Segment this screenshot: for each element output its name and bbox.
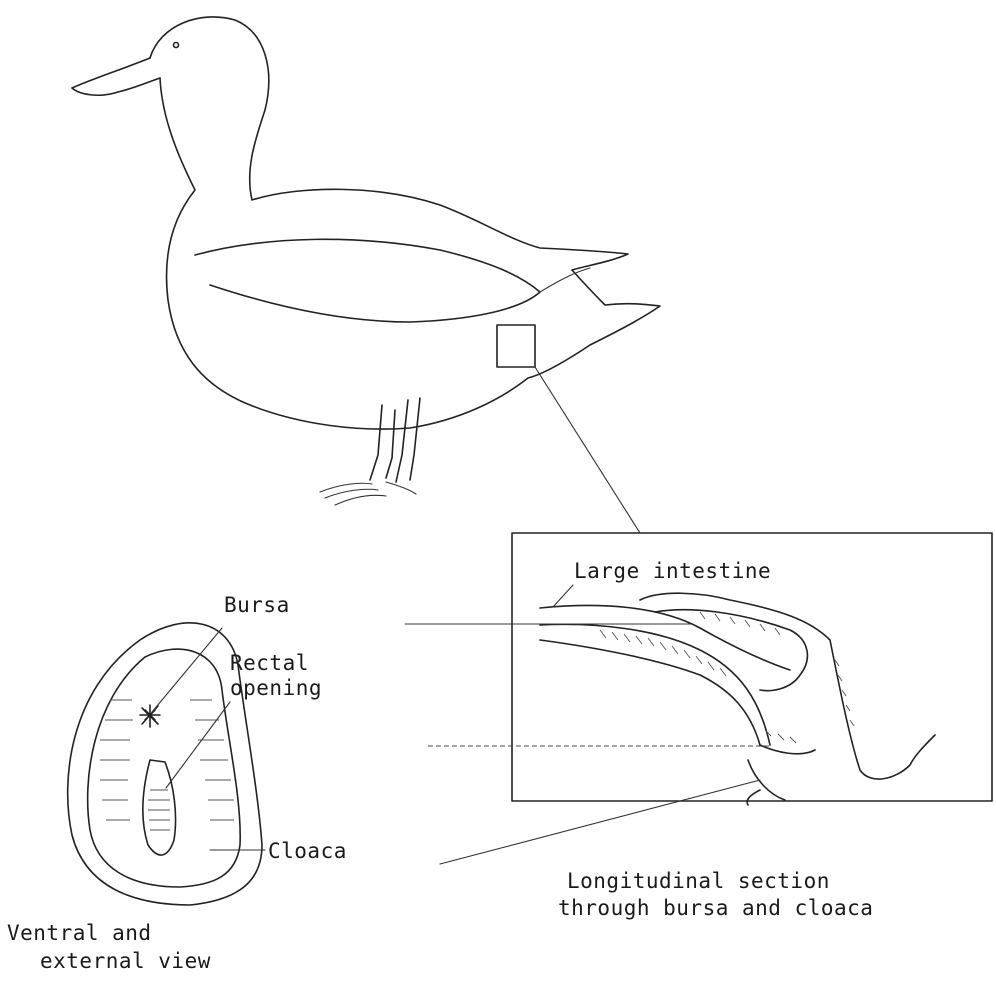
view-caption-line2: external view (40, 948, 211, 974)
duck-head-neck-body-outline (150, 17, 660, 429)
label-bursa: Bursa (224, 592, 290, 618)
cloaca-cross-reference-line (440, 780, 760, 864)
longitudinal-section-drawing (540, 585, 935, 805)
detail-marker-rectangle (497, 325, 535, 367)
duck-wing (195, 239, 540, 322)
duck-leg-left (370, 405, 395, 480)
intestine-outer-wall (540, 640, 760, 745)
duck-drawing (72, 17, 660, 533)
label-rectal-opening-line1: Rectal (230, 650, 309, 676)
duck-eye (174, 43, 179, 48)
duck-feet (320, 482, 416, 505)
bursa-leader (152, 628, 222, 712)
label-large-intestine: Large intestine (574, 558, 771, 584)
duck-leg-right (396, 398, 420, 482)
ventral-hatching (100, 700, 234, 820)
intestine-lower-wall (540, 624, 770, 745)
zoom-leader-line (535, 367, 640, 533)
section-caption-line2: through bursa and cloaca (558, 895, 873, 921)
label-rectal-opening-line2: opening (230, 675, 322, 701)
cloaca-slit (143, 760, 176, 855)
section-caption-line1: Longitudinal section (567, 868, 830, 894)
bursa-opening-star (140, 705, 160, 727)
intestine-upper-wall (540, 605, 790, 670)
section-hatching (600, 612, 854, 743)
bursa-inner (655, 610, 807, 691)
view-caption-line1: Ventral and (7, 920, 152, 946)
cloaca-outline (747, 745, 815, 805)
cloaca-shading (148, 790, 170, 830)
duck-wing-tip (540, 268, 590, 292)
ventral-inner-outline (88, 649, 241, 887)
large-intestine-leader (553, 585, 573, 607)
rectal-opening-leader (166, 702, 230, 788)
label-cloaca: Cloaca (268, 838, 347, 864)
duck-bill (72, 58, 160, 95)
